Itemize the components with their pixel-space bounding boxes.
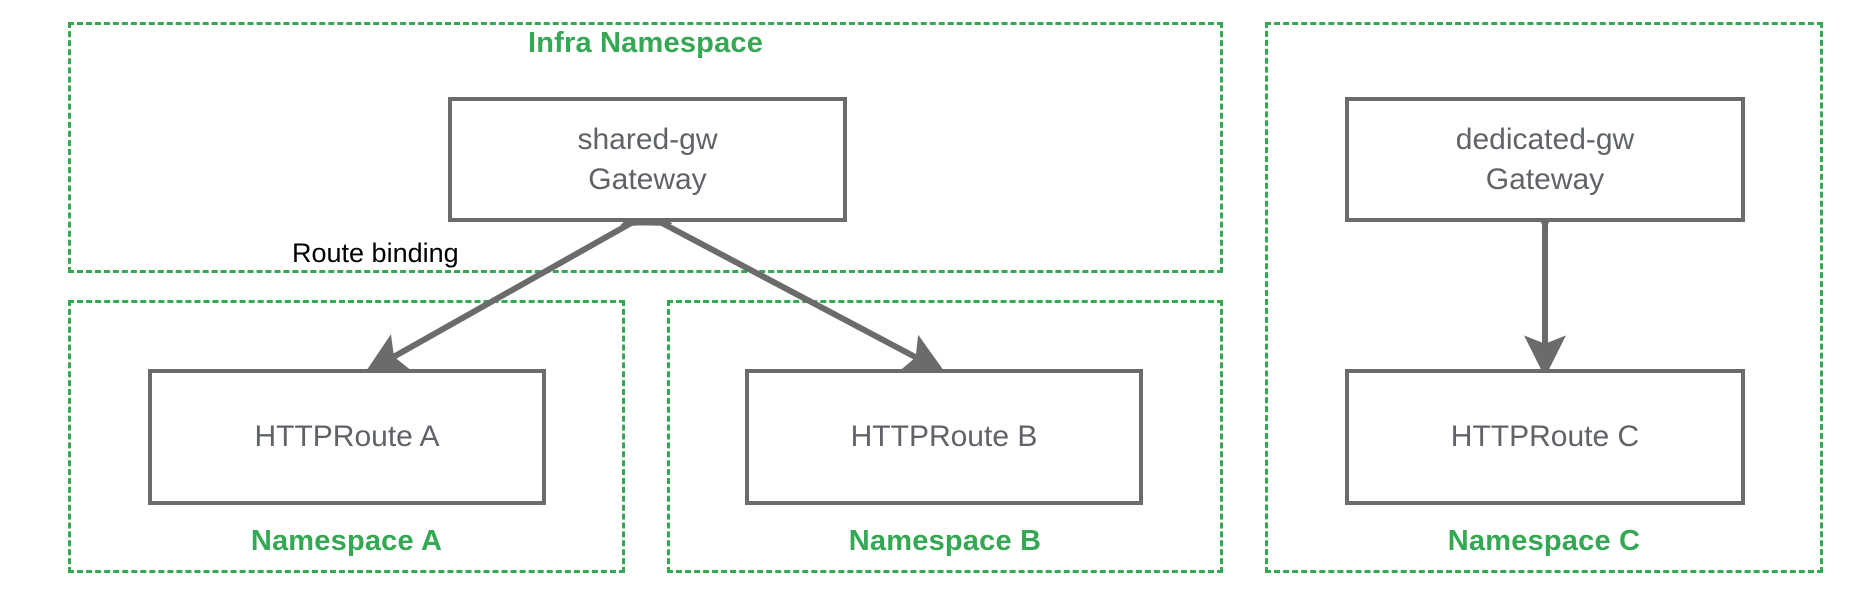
node-dedicated-gw-line2: Gateway [1485, 162, 1605, 196]
node-dedicated-gw-line1: dedicated-gw [1455, 122, 1635, 156]
edge-label-route-binding: Route binding [292, 238, 459, 268]
node-httproute-b[interactable]: HTTPRoute B [745, 369, 1143, 505]
node-httproute-a[interactable]: HTTPRoute A [148, 369, 546, 505]
namespace-label-a: Namespace A [250, 525, 443, 557]
node-httproute-a-label: HTTPRoute A [254, 420, 440, 454]
node-httproute-c[interactable]: HTTPRoute C [1345, 369, 1745, 505]
namespace-label-infra: Infra Namespace [527, 27, 764, 59]
node-httproute-c-label: HTTPRoute C [1450, 420, 1640, 454]
namespace-label-c: Namespace C [1447, 525, 1641, 557]
namespace-box-a [68, 300, 625, 573]
namespace-box-c [1265, 22, 1823, 573]
node-shared-gw-line1: shared-gw [577, 122, 718, 156]
node-httproute-b-label: HTTPRoute B [850, 420, 1038, 454]
node-shared-gw-gateway[interactable]: shared-gw Gateway [448, 97, 847, 222]
node-shared-gw-line2: Gateway [588, 162, 707, 196]
node-dedicated-gw-gateway[interactable]: dedicated-gw Gateway [1345, 97, 1745, 222]
namespace-label-b: Namespace B [848, 525, 1042, 557]
